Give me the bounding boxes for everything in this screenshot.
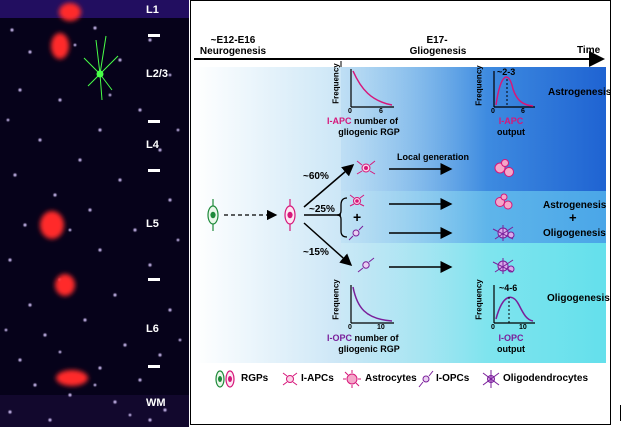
outcome-mixed-astro: Astrogenesis (543, 200, 607, 211)
oligo-cluster-bottom (492, 258, 515, 274)
legend-astrocytes-label: Astrocytes (365, 373, 417, 384)
layer-label-l5: L5 (146, 218, 159, 230)
rgp-cell-icon (207, 199, 219, 231)
legend-opcs-icon (418, 370, 434, 388)
apc-input-caption: I-APC number of (327, 116, 398, 126)
apc-output-tick-0: 0 (491, 108, 495, 115)
outcome-oligogenesis: Oligogenesis (547, 293, 610, 304)
layer-tick (148, 365, 160, 368)
nuclei-dots (4, 26, 182, 422)
apc-output-caption: I-APC (498, 116, 524, 126)
time-axis-label: Time (577, 45, 601, 56)
opc-output-caption-line2: output (497, 344, 525, 354)
oligogenesis-band (341, 243, 606, 363)
apc-output-ylabel: Frequency (474, 65, 484, 106)
layer-label-l1: L1 (146, 4, 159, 16)
apc-input-caption-line2: gliogenic RGP (338, 127, 400, 137)
opc-input-caption-colored: I-OPC (327, 333, 353, 343)
brace (336, 197, 348, 238)
outcome-mixed-plus: + (569, 210, 577, 225)
opc-output-peak: ~4-6 (499, 283, 518, 293)
astrocyte-cluster-mixed (495, 193, 513, 210)
branch-percent-top: ~60% (303, 171, 329, 182)
legend-oligodendrocytes-label: Oligodendrocytes (503, 373, 589, 384)
apc-middle-icon (349, 194, 365, 207)
apc-input-caption-colored: I-APC (327, 116, 352, 126)
diagram-graphics (194, 51, 606, 388)
gliogenesis-model-diagram: ~E12-E16 Neurogenesis E17- Gliogenesis T… (190, 0, 611, 425)
opc-output-tick-0: 0 (491, 324, 495, 331)
red-clones (40, 3, 88, 386)
plot-apc-output (493, 71, 535, 108)
opc-input-ylabel: Frequency (331, 279, 341, 320)
layer-tick (148, 120, 160, 123)
opc-input-caption: I-OPC number of (327, 333, 399, 343)
legend-oligodendrocytes-icon (482, 370, 500, 388)
opc-output-caption: I-OPC (498, 333, 524, 343)
opc-middle-icon (348, 225, 364, 241)
plot-opc-output (493, 285, 535, 324)
plot-opc-input (350, 285, 394, 324)
mixed-band (341, 191, 606, 243)
legend-apcs-icon (282, 372, 298, 386)
outcome-astrogenesis: Astrogenesis (548, 87, 612, 98)
layer-tick (148, 278, 160, 281)
opc-input-tick-0: 0 (348, 324, 352, 331)
apc-top-icon (356, 160, 376, 175)
astrocyte-cluster-top (494, 159, 514, 177)
outcome-mixed-oligo: Oligogenesis (543, 228, 606, 239)
apc-input-tick-6: 6 (379, 108, 383, 115)
branch-percent-bottom: ~15% (303, 247, 329, 258)
layer-label-l23: L2/3 (146, 68, 169, 80)
branch-arrow-bottom (303, 222, 353, 266)
opc-input-caption-line2: gliogenic RGP (338, 344, 400, 354)
neurogenesis-label: Neurogenesis (199, 46, 267, 57)
apc-output-caption-line2: output (497, 127, 525, 137)
opc-input-caption-rest: number of (352, 333, 399, 343)
apc-output-peak: ~2-3 (497, 67, 516, 77)
layer-tick (148, 34, 160, 37)
gliogenesis-label: Gliogenesis (409, 46, 467, 57)
apc-input-ylabel: Frequency (331, 63, 341, 104)
layer-label-wm: WM (146, 397, 166, 409)
astrogenesis-band (341, 67, 606, 191)
legend-astrocytes-icon (343, 370, 361, 388)
legend-apcs-label: I-APCs (301, 373, 334, 384)
branch-arrow-top (303, 164, 355, 208)
apc-output-tick-6: 6 (521, 108, 525, 115)
layer-label-l6: L6 (146, 323, 159, 335)
opc-input-tick-10: 10 (377, 324, 385, 331)
legend-rgps-icon (215, 370, 235, 388)
neurogenesis-period: ~E12-E16 (210, 35, 256, 46)
branch-plus: + (353, 209, 362, 225)
cortex-micrograph: L1 L2/3 L4 L5 L6 WM (0, 0, 189, 427)
opc-output-tick-10: 10 (519, 324, 527, 331)
apc-input-caption-rest: number of (351, 116, 398, 126)
branch-percent-middle: ~25% (309, 204, 335, 215)
legend-opcs-label: I-OPCs (436, 373, 470, 384)
plot-apc-input (350, 69, 394, 108)
gliogenic-rgp-icon (284, 199, 296, 231)
local-generation-label: Local generation (397, 152, 470, 162)
layer-tick (148, 169, 160, 172)
opc-output-ylabel: Frequency (474, 279, 484, 320)
apc-input-tick-0: 0 (348, 108, 352, 115)
legend-rgps-label: RGPs (241, 373, 269, 384)
layer-label-l4: L4 (146, 139, 159, 151)
oligo-cluster-mixed (492, 225, 515, 241)
green-neuron (83, 35, 119, 101)
opc-bottom-icon (357, 257, 375, 273)
gliogenesis-period: E17- (426, 35, 448, 46)
micrograph-image (0, 0, 189, 427)
